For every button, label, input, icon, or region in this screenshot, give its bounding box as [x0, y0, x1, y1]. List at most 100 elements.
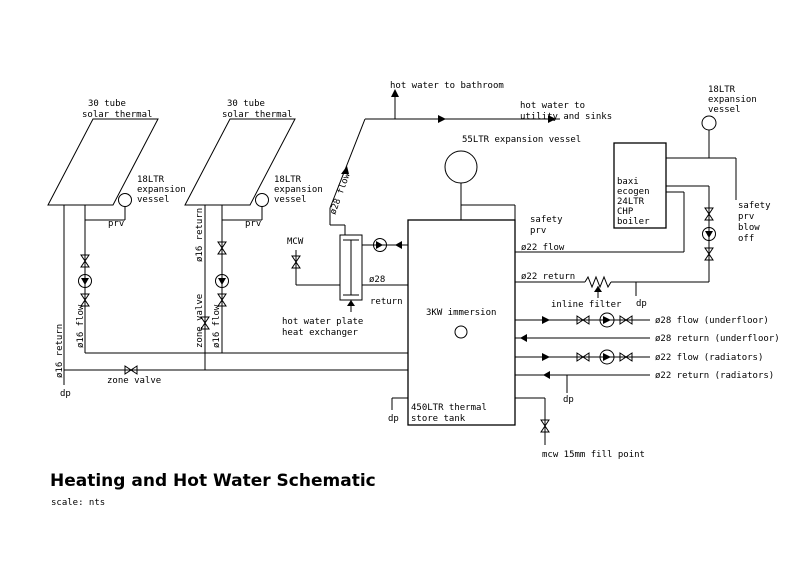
arrow-diag-icon — [341, 166, 349, 174]
flow28-diag-label: ø28 flow — [328, 171, 352, 216]
zone-valve-v-label: zone valve — [195, 294, 205, 348]
exp1-label-line3: vessel — [137, 195, 170, 205]
hx-return-label: return — [370, 297, 403, 307]
zone-valve-h-label: zone valve — [107, 376, 161, 386]
radiator-return-circuit — [515, 371, 650, 393]
prv-label-2: prv — [245, 219, 261, 229]
exp1-label-line1: 18LTR — [137, 175, 165, 185]
dp-label-rad: dp — [563, 395, 574, 405]
panel1-label-line2: solar thermal — [82, 110, 152, 120]
uf-return-label: ø28 return (underfloor) — [655, 334, 780, 344]
arrow-left-icon — [520, 334, 527, 342]
pump-arrow-icon — [705, 231, 713, 238]
expansion-vessel-2 — [255, 193, 269, 207]
hw-utility-label-2: utility and sinks — [520, 112, 612, 122]
boiler-safety-label-2: prv — [738, 212, 754, 222]
radiator-flow-circuit — [515, 349, 650, 365]
scale-note: scale: nts — [51, 498, 106, 508]
expansion-vessel-55 — [444, 150, 478, 184]
solar-manifold — [64, 352, 409, 371]
boiler-label-2: ecogen — [617, 187, 650, 197]
exp55-label: 55LTR expansion vessel — [462, 135, 581, 145]
boiler-label-1: baxi — [617, 177, 639, 187]
boiler-pump — [702, 227, 716, 241]
p2-return-label: ø16 return — [195, 208, 205, 262]
boiler-valve-1 — [704, 207, 714, 221]
panel1-label-line1: 30 tube — [88, 99, 126, 109]
boiler-valve-2 — [704, 247, 714, 261]
solar-panel-1 — [47, 118, 159, 206]
immersion-label: 3KW immersion — [426, 308, 496, 318]
underfloor-flow-circuit — [515, 312, 650, 328]
arrow-up-icon — [347, 300, 355, 306]
boiler-safety-label-1: safety — [738, 201, 771, 211]
mcw-valve — [291, 255, 301, 269]
flow22-label: ø22 flow — [521, 243, 565, 253]
panel1-valve-1 — [80, 254, 90, 268]
expansion-vessel-3 — [701, 115, 717, 131]
boiler-safety-label-3: blow — [738, 223, 760, 233]
immersion-heater — [454, 325, 468, 339]
solar-panel-2 — [184, 118, 296, 206]
hx-label-2: heat exchanger — [282, 328, 358, 338]
underfloor-return-circuit — [515, 334, 650, 342]
arrow-left-icon — [543, 371, 550, 379]
panel2-label-line1: 30 tube — [227, 99, 265, 109]
tank-label-line1: 450LTR thermal — [411, 403, 487, 413]
exp3-label-1: 18LTR — [708, 85, 736, 95]
arrow-right-icon — [542, 353, 550, 361]
thermal-store-tank — [407, 219, 516, 426]
arrow-up-icon — [391, 89, 399, 97]
pump-arrow-icon — [376, 241, 383, 249]
dp-label-left: dp — [60, 389, 71, 399]
inline-filter — [584, 275, 612, 289]
hw-utility-label-1: hot water to — [520, 101, 585, 111]
exp3-label-3: vessel — [708, 105, 741, 115]
diagram-title: Heating and Hot Water Schematic — [50, 471, 376, 491]
dp-label-tank: dp — [388, 414, 399, 424]
safety-prv-label-2: prv — [530, 226, 546, 236]
prv-label-1: prv — [108, 219, 124, 229]
mcw-label: MCW — [287, 237, 304, 247]
pump-arrow-icon — [218, 278, 226, 285]
dp-label-boiler: dp — [636, 299, 647, 309]
p1-flow-label: ø16 flow — [76, 304, 86, 348]
hx-pump — [373, 238, 387, 252]
panel2-valve-2 — [217, 293, 227, 307]
rad-flow-label: ø22 flow (radiators) — [655, 353, 763, 363]
arrow-left-icon — [395, 241, 402, 249]
boiler-label-3: 24LTR — [617, 197, 645, 207]
rad-return-label: ø22 return (radiators) — [655, 371, 774, 381]
expansion-vessel-1 — [118, 193, 132, 207]
hx-return28-label: ø28 — [369, 275, 385, 285]
arrow-up-icon — [594, 286, 602, 292]
tank-label-line2: store tank — [411, 414, 466, 424]
inline-filter-label: inline filter — [551, 300, 622, 310]
zone-valve-vertical — [200, 316, 210, 330]
hx-label-1: hot water plate — [282, 317, 363, 327]
pump-arrow-icon — [81, 278, 89, 285]
arrow-right-icon — [542, 316, 550, 324]
panel1-valve-2 — [80, 293, 90, 307]
zone-valve-horizontal — [124, 365, 138, 375]
boiler-label-4: CHP — [617, 207, 634, 217]
exp2-label-line2: expansion — [274, 185, 323, 195]
panel2-pump — [215, 274, 229, 288]
mcw-fill-label: mcw 15mm fill point — [542, 450, 645, 460]
exp1-label-line2: expansion — [137, 185, 186, 195]
arrow-right-icon — [438, 115, 446, 123]
boiler-safety-label-4: off — [738, 234, 754, 244]
panel2-valve-1 — [217, 241, 227, 255]
safety-prv-label-1: safety — [530, 215, 563, 225]
boiler-label-5: boiler — [617, 217, 650, 227]
arrow-right-icon — [548, 115, 556, 123]
mcw-fill-pipe — [515, 397, 550, 445]
hw-bathroom-label: hot water to bathroom — [390, 81, 504, 91]
exp2-label-line3: vessel — [274, 195, 307, 205]
panel1-pump — [78, 274, 92, 288]
panel2-label-line2: solar thermal — [222, 110, 292, 120]
panel1-pipework — [63, 205, 126, 385]
return22-label: ø22 return — [521, 272, 575, 282]
p1-return-label: ø16 return — [55, 324, 65, 378]
